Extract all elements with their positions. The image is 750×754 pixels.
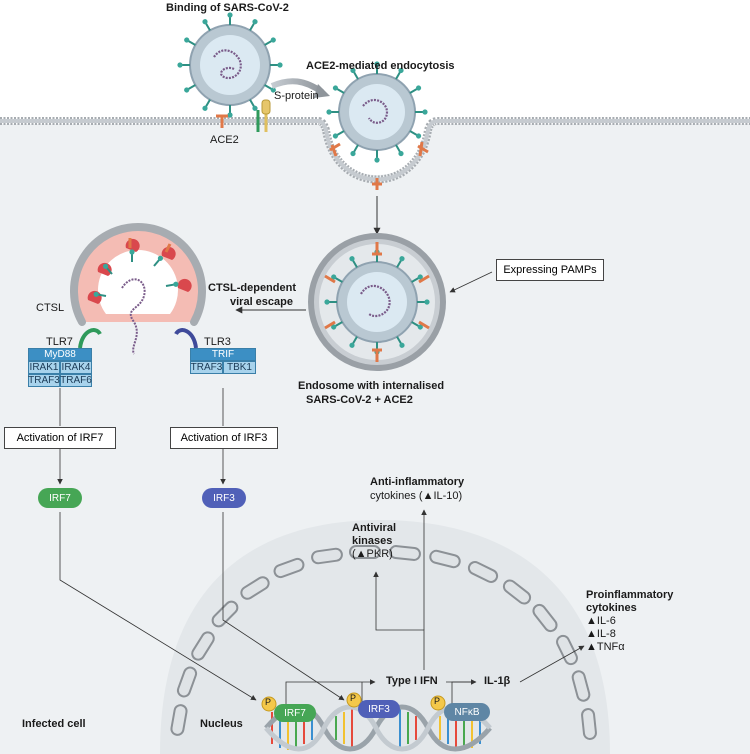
label-ctsl-escape-1: CTSL-dependent <box>208 282 296 294</box>
ace2-in-pit <box>329 141 429 190</box>
label-expressing-pamps: Expressing PAMPs <box>503 264 597 276</box>
label-ace2: ACE2 <box>210 134 239 146</box>
activation-irf7-box: Activation of IRF7 <box>4 427 116 449</box>
label-infected-cell: Infected cell <box>22 718 86 730</box>
label-proinflam-5: ▲TNFα <box>586 641 625 653</box>
phospho-label-2: P <box>350 693 357 703</box>
phospho-label-3: P <box>434 696 441 706</box>
label-nucleus: Nucleus <box>200 718 243 730</box>
arrow-irf7-to-dna <box>59 512 257 701</box>
tlr7-receptor <box>78 328 102 349</box>
nuclear-pores <box>170 545 597 740</box>
pamps-box: Expressing PAMPs <box>496 259 604 281</box>
label-type1-ifn: Type I IFN <box>386 675 438 687</box>
nfkb-on-dna: NFκB <box>444 703 490 721</box>
label-endosome-1: Endosome with internalised <box>298 380 445 392</box>
myd88-box: MyD88 <box>28 348 92 361</box>
ace2-receptor-membrane <box>216 99 271 132</box>
irak1-box: IRAK1 <box>28 361 60 374</box>
label-anti-inflam-1: Anti-inflammatory <box>370 476 465 488</box>
label-ctsl: CTSL <box>36 302 65 314</box>
arrow-irf7-to-ifn <box>285 679 376 706</box>
label-il1b: IL-1β <box>484 675 511 687</box>
label-antiviral-1: Antiviral <box>352 522 397 534</box>
arrow-irf3-to-dna <box>222 512 345 701</box>
virus-endocytosis <box>325 60 429 164</box>
label-tlr7: TLR7 <box>46 336 73 348</box>
label-proinflam-2: cytokines <box>586 602 637 614</box>
trif-box: TRIF <box>190 348 256 361</box>
label-activation-irf3: Activation of IRF3 <box>180 432 268 444</box>
label-binding: Binding of SARS-CoV-2 <box>166 2 289 14</box>
label-proinflam-1: Proinflammatory <box>586 589 674 601</box>
label-s-protein: S-protein <box>274 90 319 102</box>
label-proinflam-3: ▲IL-6 <box>586 615 616 627</box>
arrow-ifn-to-antiviral <box>373 571 425 670</box>
phospho-label-1: P <box>265 697 272 707</box>
tlr3-receptor <box>174 328 198 349</box>
label-proinflam-4: ▲IL-8 <box>586 628 616 640</box>
endolysosome <box>70 223 206 355</box>
arrow-il1b-to-proinflam <box>519 645 585 683</box>
phospho-markers <box>261 692 446 712</box>
irf7-on-dna: IRF7 <box>274 704 316 722</box>
label-anti-inflam-2: cytokines (▲IL-10) <box>370 490 463 502</box>
irf7-factor: IRF7 <box>38 488 82 508</box>
label-endosome-2: SARS-CoV-2 + ACE2 <box>306 394 413 406</box>
traf3-left-box: TRAF3 <box>28 374 60 387</box>
endosome <box>308 233 446 371</box>
label-antiviral-2: kinases <box>352 535 393 547</box>
label-ctsl-escape-2: viral escape <box>230 296 293 308</box>
activation-irf3-box: Activation of IRF3 <box>170 427 278 449</box>
virus-binding <box>176 11 284 119</box>
tbk1-box: TBK1 <box>223 361 256 374</box>
traf3-right-box: TRAF3 <box>190 361 223 374</box>
label-tlr3: TLR3 <box>204 336 231 348</box>
irf3-on-dna: IRF3 <box>358 700 400 718</box>
irf3-factor: IRF3 <box>202 488 246 508</box>
irak4-box: IRAK4 <box>60 361 92 374</box>
label-antiviral-3: (▲PKR) <box>352 548 393 560</box>
label-activation-irf7: Activation of IRF7 <box>16 432 104 444</box>
label-endocytosis: ACE2-mediated endocytosis <box>306 60 455 72</box>
traf6-box: TRAF6 <box>60 374 92 387</box>
pamps-arrow <box>449 271 493 293</box>
